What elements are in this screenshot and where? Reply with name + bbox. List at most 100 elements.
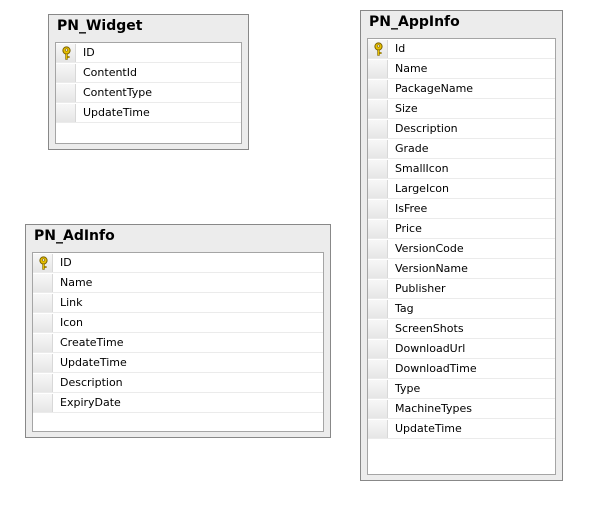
row-selector[interactable] [368,40,388,58]
column-name: ID [60,256,72,269]
row-selector[interactable] [368,60,388,78]
column-row[interactable]: Icon [33,313,323,333]
row-selector[interactable] [33,314,53,332]
column-name: Description [395,122,458,135]
column-row[interactable]: LargeIcon [368,179,555,199]
column-name: CreateTime [60,336,124,349]
row-selector[interactable] [368,120,388,138]
column-row[interactable]: Name [368,59,555,79]
row-selector[interactable] [368,420,388,438]
row-selector[interactable] [33,294,53,312]
column-row[interactable]: ContentType [56,83,241,103]
column-row[interactable]: IsFree [368,199,555,219]
column-row[interactable]: ExpiryDate [33,393,323,413]
column-name: ExpiryDate [60,396,121,409]
key-icon [62,46,71,60]
row-selector[interactable] [368,240,388,258]
row-selector[interactable] [368,160,388,178]
row-selector[interactable] [56,104,76,122]
row-selector[interactable] [368,260,388,278]
column-row[interactable]: MachineTypes [368,399,555,419]
row-selector[interactable] [368,400,388,418]
column-name: IsFree [395,202,428,215]
row-selector[interactable] [33,354,53,372]
column-name: UpdateTime [83,106,150,119]
column-row[interactable]: Link [33,293,323,313]
column-name: DownloadTime [395,362,477,375]
column-name: ContentId [83,66,137,79]
column-row[interactable]: ID [33,253,323,273]
column-row[interactable]: UpdateTime [56,103,241,123]
row-selector[interactable] [368,200,388,218]
column-row[interactable]: PackageName [368,79,555,99]
row-selector[interactable] [368,280,388,298]
column-row[interactable]: Price [368,219,555,239]
column-name: UpdateTime [395,422,462,435]
column-row[interactable]: UpdateTime [368,419,555,439]
row-selector[interactable] [368,300,388,318]
column-row[interactable]: VersionCode [368,239,555,259]
column-row[interactable]: Id [368,39,555,59]
column-row[interactable]: DownloadUrl [368,339,555,359]
table-title: PN_Widget [57,18,143,34]
column-name: Size [395,102,418,115]
column-name: Link [60,296,83,309]
row-selector[interactable] [368,140,388,158]
row-selector[interactable] [33,374,53,392]
row-selector[interactable] [56,64,76,82]
column-name: SmallIcon [395,162,449,175]
column-name: Id [395,42,406,55]
column-row[interactable]: VersionName [368,259,555,279]
column-row[interactable]: Tag [368,299,555,319]
column-name: Publisher [395,282,446,295]
column-name: VersionName [395,262,468,275]
column-row[interactable]: Publisher [368,279,555,299]
column-name: VersionCode [395,242,464,255]
column-row[interactable]: Grade [368,139,555,159]
column-name: PackageName [395,82,474,95]
column-row[interactable]: Description [368,119,555,139]
row-selector[interactable] [56,84,76,102]
column-name: MachineTypes [395,402,473,415]
column-name: Tag [395,302,414,315]
column-name: ScreenShots [395,322,464,335]
column-name: ContentType [83,86,153,99]
column-row[interactable]: ContentId [56,63,241,83]
row-selector[interactable] [33,274,53,292]
table-title: PN_AdInfo [34,228,115,244]
row-selector[interactable] [56,44,76,62]
row-selector[interactable] [368,380,388,398]
row-selector[interactable] [368,80,388,98]
column-name: UpdateTime [60,356,127,369]
column-row[interactable]: ID [56,43,241,63]
column-name: Grade [395,142,429,155]
column-name: ID [83,46,95,59]
column-row[interactable]: CreateTime [33,333,323,353]
row-selector[interactable] [368,360,388,378]
column-row[interactable]: Name [33,273,323,293]
row-selector[interactable] [33,334,53,352]
row-selector[interactable] [368,320,388,338]
column-row[interactable]: Size [368,99,555,119]
row-selector[interactable] [368,180,388,198]
column-row[interactable]: SmallIcon [368,159,555,179]
row-selector[interactable] [368,100,388,118]
row-selector[interactable] [368,220,388,238]
column-name: Description [60,376,123,389]
row-selector[interactable] [368,340,388,358]
column-name: Price [395,222,422,235]
column-row[interactable]: Type [368,379,555,399]
column-row[interactable]: DownloadTime [368,359,555,379]
column-row[interactable]: Description [33,373,323,393]
column-row[interactable]: UpdateTime [33,353,323,373]
column-row[interactable]: ScreenShots [368,319,555,339]
column-name: Name [60,276,93,289]
row-selector[interactable] [33,254,53,272]
column-name: Type [395,382,421,395]
row-selector[interactable] [33,394,53,412]
